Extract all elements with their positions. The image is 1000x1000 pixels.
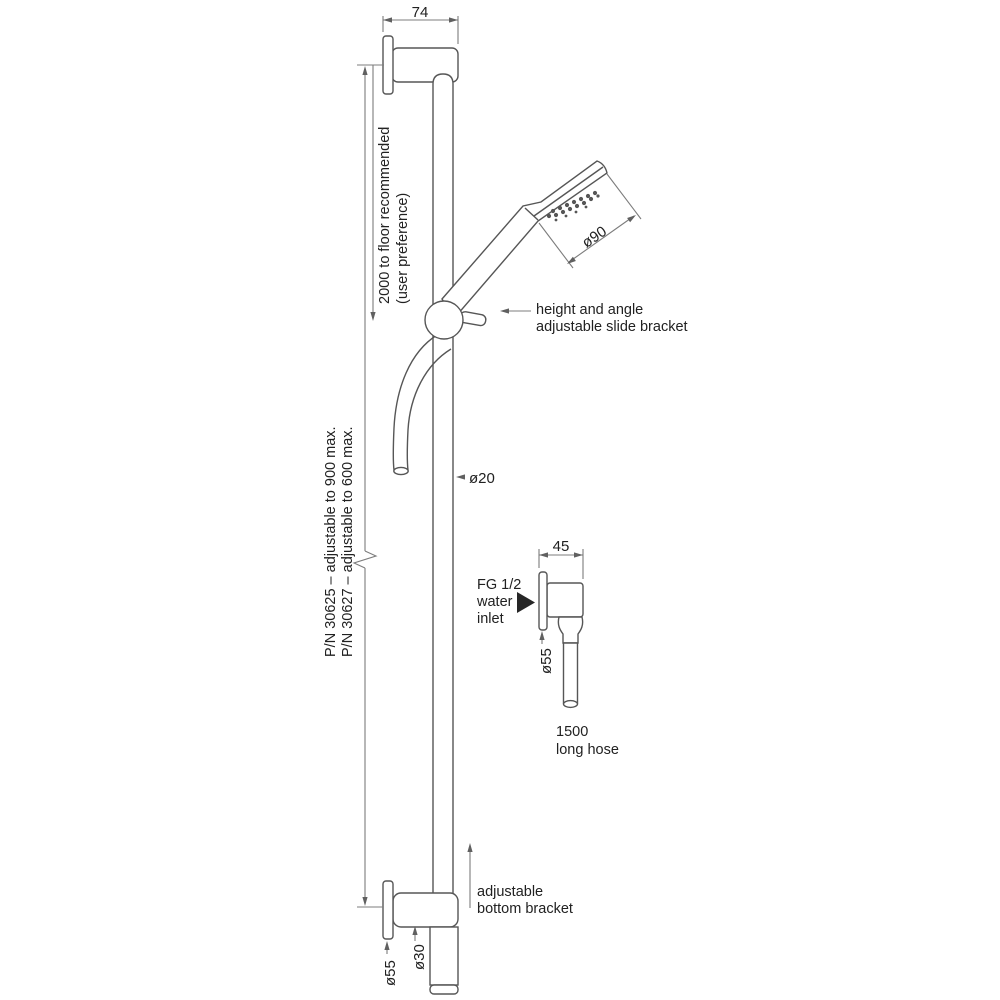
part-number-line1: P/N 30625 – adjustable to 900 max. <box>323 426 339 657</box>
arrowhead-right-icon <box>574 552 583 558</box>
dimension-rail-length <box>352 66 383 908</box>
part-number-line2: P/N 30627 – adjustable to 600 max. <box>340 426 356 657</box>
hose-cut-end <box>393 466 409 476</box>
arrowhead-left-icon <box>500 308 509 314</box>
dim-74-label: 74 <box>412 4 429 21</box>
arrowhead-left-icon <box>539 552 548 558</box>
dimension-bottom-flange-55 <box>384 941 390 954</box>
dim-30-label: ø30 <box>411 944 428 970</box>
hose-label-line2: long hose <box>556 742 619 758</box>
arrowhead-upper-icon <box>627 215 636 223</box>
dimension-45 <box>538 549 584 579</box>
floor-note-line2: (user preference) <box>395 193 411 304</box>
dim-bottom-55-label: ø55 <box>382 960 399 986</box>
slide-bracket-label-line1: height and angle <box>536 302 643 318</box>
arrowhead-left-icon <box>456 474 465 480</box>
hose-main-view <box>392 334 452 476</box>
dim-90-label: ø90 <box>579 223 610 252</box>
inlet-hose-nut <box>557 616 584 644</box>
bottom-bracket-label-line2: bottom bracket <box>477 901 573 917</box>
hose-inner-edge <box>406 348 452 471</box>
dimension-inlet-55 <box>539 631 545 644</box>
arrowhead-down-icon <box>362 897 368 906</box>
slide-bracket <box>424 300 487 340</box>
slide-rail <box>432 73 454 931</box>
arrowhead-down-icon <box>370 312 376 321</box>
dimension-2000-to-floor <box>370 65 376 321</box>
dim-inlet-55-label: ø55 <box>538 648 555 674</box>
top-bracket-flange <box>382 35 394 95</box>
dim-20-label: ø20 <box>469 470 495 487</box>
spray-face-dots <box>546 190 600 222</box>
inlet-hose-tube <box>562 642 579 704</box>
bottom-tube <box>429 926 459 986</box>
arrowhead-left-icon <box>383 17 392 23</box>
arrowhead-up-icon <box>384 941 390 950</box>
inlet-label-line2: water <box>476 594 513 610</box>
arrowhead-up-icon <box>467 843 473 852</box>
bottom-bracket <box>382 880 459 995</box>
inlet-body <box>546 582 584 618</box>
arrowhead-lower-icon <box>567 256 576 264</box>
dimension-rail-20 <box>456 474 465 480</box>
bottom-bracket-pointer <box>467 843 473 908</box>
dimension-74 <box>382 16 459 44</box>
inlet-label-line1: FG 1/2 <box>477 577 521 593</box>
slide-bracket-pointer <box>500 308 531 314</box>
inlet-label-line3: inlet <box>477 611 504 627</box>
bottom-bracket-flange <box>382 880 394 940</box>
floor-note-line1: 2000 to floor recommended <box>377 127 393 304</box>
water-inlet-arrow-icon <box>517 592 535 613</box>
hose-outer-edge <box>392 334 438 471</box>
slide-bracket-body <box>424 300 464 340</box>
slide-bracket-label-line2: adjustable slide bracket <box>536 319 688 335</box>
arrowhead-up-icon <box>539 631 545 640</box>
inlet-hose-end <box>562 699 579 709</box>
spray-face-rim-line <box>533 166 604 217</box>
dim-45-label: 45 <box>553 538 570 555</box>
arrowhead-up-icon <box>362 66 368 75</box>
arrowhead-right-icon <box>449 17 458 23</box>
water-inlet-detail <box>538 571 584 709</box>
hose-label-line1: 1500 <box>556 724 588 740</box>
bottom-tube-cap <box>429 984 459 995</box>
hand-shower-neck-line <box>524 207 539 221</box>
arrowhead-up-icon <box>412 926 418 935</box>
break-symbol <box>352 550 378 569</box>
dimension-head-90 <box>538 173 642 269</box>
dimension-tube-30 <box>412 926 418 941</box>
bottom-bracket-label-line1: adjustable <box>477 884 543 900</box>
inlet-flange <box>538 571 548 631</box>
bottom-bracket-arm <box>392 892 459 928</box>
